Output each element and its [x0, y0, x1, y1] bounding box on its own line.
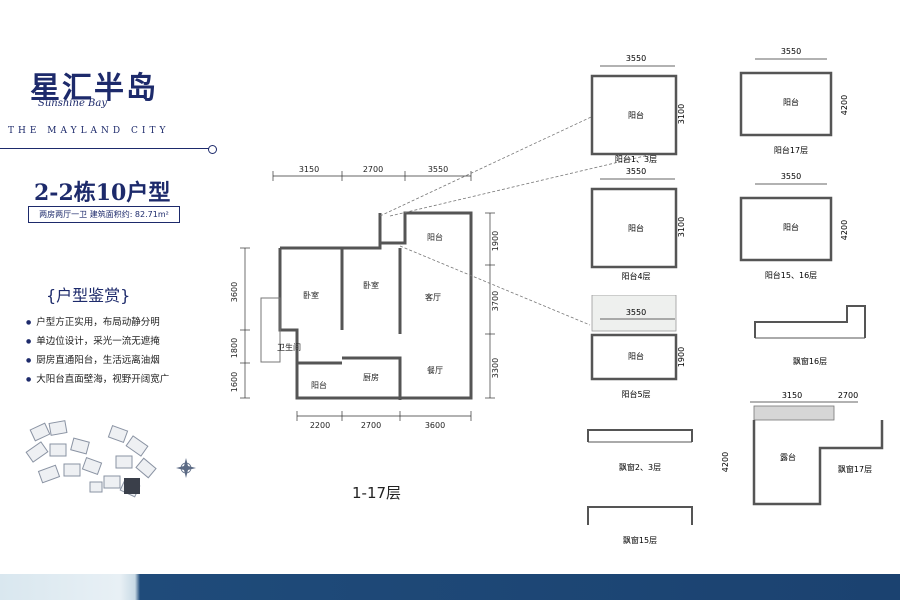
feature-list: 户型方正实用，布局动静分明 单边位设计，采光一流无遮掩 厨房直通阳台，生活远离油… [26, 313, 169, 389]
dim-right-3: 3300 [491, 358, 500, 378]
variant-balcony-4: 3550 4200 阳台 阳台15、16层 [739, 172, 849, 280]
section-title: {户型鉴赏} [46, 286, 131, 305]
dim-bottom-1: 2200 [310, 421, 330, 430]
variant-balcony-5: 3550 1900 阳台 阳台5层 [590, 295, 686, 399]
variant-balcony-1: 3550 3100 阳台 阳台1、3层 [590, 54, 686, 164]
variant-room: 阳台 [628, 351, 644, 361]
dim-left-2: 1800 [230, 338, 239, 358]
variant-height: 4200 [840, 95, 849, 115]
dim-bottom-2: 2700 [361, 421, 381, 430]
site-key-plan [25, 420, 196, 498]
room-label: 厨房 [363, 372, 379, 382]
room-label: 餐厅 [427, 366, 443, 375]
terrace-dim: 2700 [838, 391, 858, 400]
window-variant-2-3: 飘窗2、3层 [587, 429, 693, 472]
window-variant-15: 飘窗15层 [587, 506, 693, 545]
variant-caption: 阳台4层 [621, 271, 650, 281]
bay-window-left [260, 297, 281, 363]
feature-item: 厨房直通阳台，生活远离油烟 [26, 351, 169, 370]
room-label: 阳台 [311, 380, 327, 390]
header-divider [0, 148, 210, 149]
room-label: 客厅 [425, 292, 441, 302]
feature-item: 大阳台直面壁海，视野开阔宽广 [26, 370, 169, 389]
feature-item: 单边位设计，采光一流无遮掩 [26, 332, 169, 351]
room-label: 卧室 [303, 290, 319, 300]
dim-left-1: 3600 [230, 282, 239, 302]
unit-area: 两房两厅一卫 建筑面积约: 82.71m² [28, 206, 180, 223]
window-caption: 飘窗2、3层 [619, 462, 661, 472]
variant-height: 3100 [677, 104, 686, 124]
variant-balcony-2: 3550 4200 阳台 阳台17层 [739, 47, 849, 155]
terrace-caption: 飘窗17层 [838, 464, 872, 474]
walls [278, 211, 473, 400]
terrace-plan-17: 3150 2700 4200 露台 飘窗17层 [721, 391, 884, 506]
compass-icon [176, 458, 196, 478]
dim-top-2: 2700 [363, 165, 383, 174]
feature-item: 户型方正实用，布局动静分明 [26, 313, 169, 332]
hatched-area [591, 295, 677, 332]
highlighted-building [124, 478, 140, 494]
room-label: 卧室 [363, 280, 379, 290]
terrace-height: 4200 [721, 452, 730, 472]
floor-range-label: 1-17层 [352, 484, 402, 502]
main-floor-plan: 3150 2700 3550 2200 2700 3600 3600 1800 … [230, 165, 500, 430]
variant-width: 3550 [781, 172, 801, 181]
terrace-room: 露台 [780, 452, 796, 462]
variant-room: 阳台 [628, 223, 644, 233]
variant-room: 阳台 [783, 222, 799, 232]
window-variant-16: 飘窗16层 [754, 305, 866, 366]
footer-band [0, 574, 900, 600]
variant-width: 3550 [626, 54, 646, 63]
dimension-lines [240, 171, 495, 421]
dim-right-1: 1900 [491, 231, 500, 251]
dim-bottom-3: 3600 [425, 421, 445, 430]
dim-right-2: 3700 [491, 291, 500, 311]
variant-room: 阳台 [628, 110, 644, 120]
brand-logo-subtitle: Sunshine Bay [38, 98, 107, 109]
variant-caption: 阳台1、3层 [615, 154, 657, 164]
developer-name: THE MAYLAND CITY [8, 126, 170, 136]
dim-top-1: 3150 [299, 165, 319, 174]
site-buildings [25, 420, 157, 498]
variant-caption: 阳台17层 [774, 145, 808, 155]
variant-balcony-3: 3550 3100 阳台 阳台4层 [590, 167, 686, 281]
variant-height: 3100 [677, 217, 686, 237]
terrace-dim: 3150 [782, 391, 802, 400]
unit-title: 2-2栋10户型 [34, 180, 171, 206]
dim-left-3: 1600 [230, 372, 239, 392]
brand-logo-title: 星汇半岛 [30, 71, 158, 106]
window-caption: 飘窗16层 [793, 356, 827, 366]
variant-height: 1900 [677, 347, 686, 367]
variant-caption: 阳台5层 [621, 389, 650, 399]
terrace-railing [753, 405, 835, 421]
variant-width: 3550 [781, 47, 801, 56]
variant-height: 4200 [840, 220, 849, 240]
header-divider-dot [208, 145, 217, 154]
variant-room: 阳台 [783, 97, 799, 107]
room-label: 卫生间 [277, 342, 301, 352]
window-caption: 飘窗15层 [623, 535, 657, 545]
variant-caption: 阳台15、16层 [765, 270, 817, 280]
variant-width: 3550 [626, 167, 646, 176]
dim-top-3: 3550 [428, 165, 448, 174]
variant-width: 3550 [626, 308, 646, 317]
room-label: 阳台 [427, 232, 443, 242]
